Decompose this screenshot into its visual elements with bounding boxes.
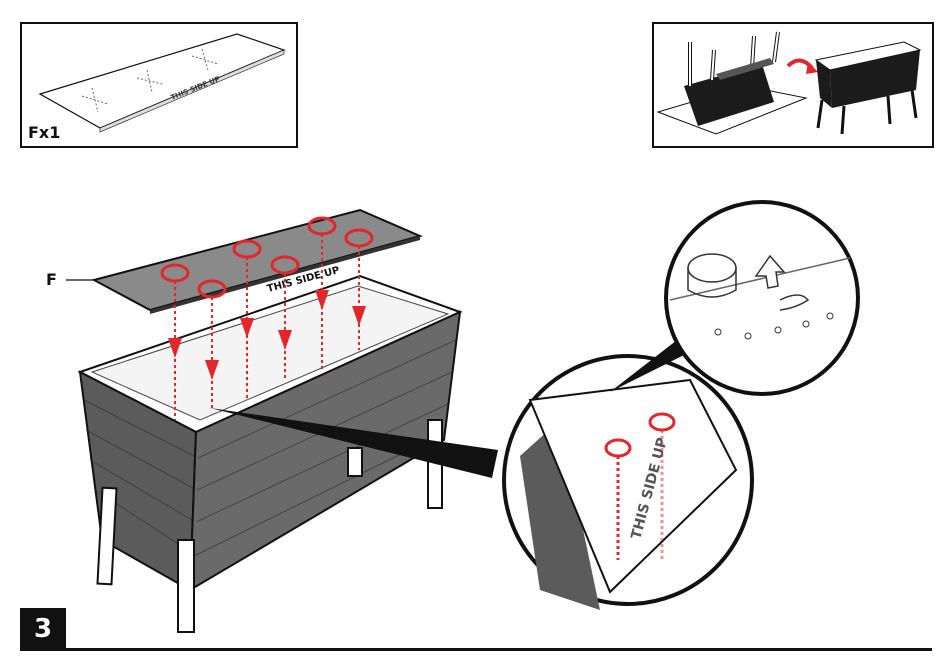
planter-body <box>80 276 460 590</box>
step-number-badge: 3 <box>20 608 66 650</box>
detail-hole-circle <box>666 202 858 394</box>
detail-zoom-circle: THIS SIDE UP <box>504 356 752 610</box>
part-f-label: F <box>46 270 57 289</box>
step-divider <box>20 648 932 651</box>
